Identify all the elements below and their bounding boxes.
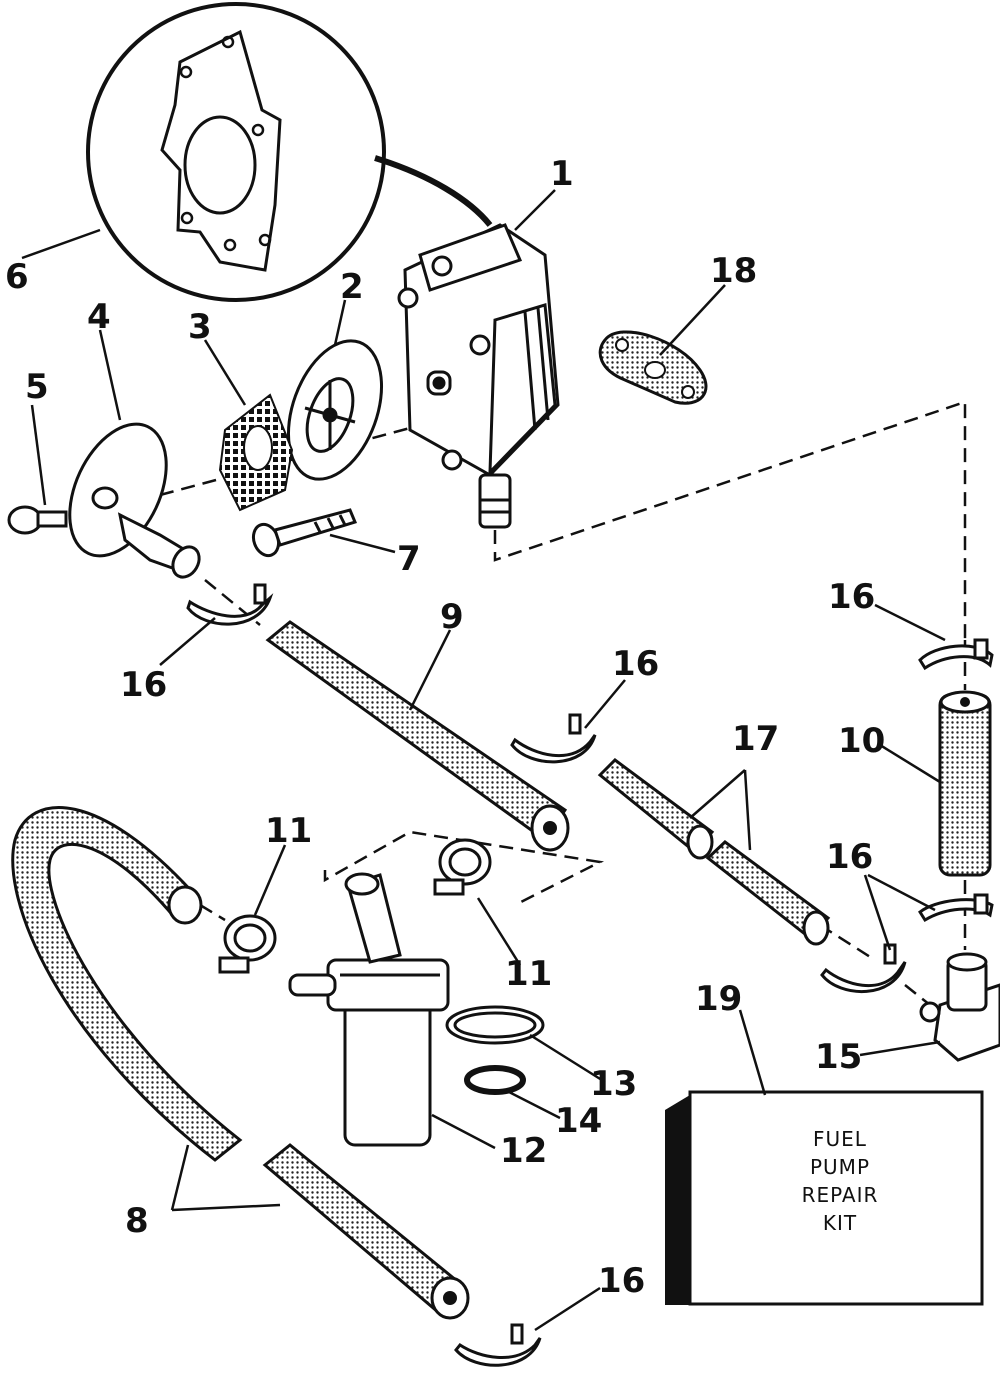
callout-7: 7 (397, 539, 421, 579)
pump-cover-4 (68, 422, 201, 579)
filter-screen-3 (218, 393, 294, 512)
kit-label-line-4: KIT (823, 1211, 857, 1235)
callout-1: 1 (550, 154, 574, 194)
callout-6: 6 (5, 257, 29, 297)
fuel-pump-body (397, 223, 560, 529)
repair-kit-box-19: FUEL PUMP REPAIR KIT (665, 1090, 984, 1306)
kit-label-line-2: PUMP (810, 1155, 870, 1179)
kit-label-line-1: FUEL (813, 1127, 867, 1151)
pump-gasket-18 (598, 330, 708, 405)
callout-12: 12 (500, 1131, 547, 1171)
fuel-hose-17 (597, 758, 831, 946)
callout-19: 19 (695, 979, 742, 1019)
fuel-filter-10 (938, 690, 992, 877)
fuel-hose-9 (265, 620, 570, 852)
callout-10: 10 (838, 721, 885, 761)
callout-16-filter-bottom: 16 (826, 837, 873, 877)
fuel-hose-8 (11, 806, 470, 1320)
callout-11-left: 11 (265, 811, 312, 851)
callout-16-filter-top: 16 (828, 577, 875, 617)
callout-16-mid: 16 (612, 644, 659, 684)
callout-8: 8 (125, 1201, 149, 1241)
cover-screw-5 (7, 505, 68, 535)
gasket-detail-circle (86, 2, 493, 302)
callout-16-left: 16 (120, 665, 167, 705)
callout-11-right: 11 (505, 954, 552, 994)
callout-13: 13 (590, 1064, 637, 1104)
o-rings-13-14 (445, 1005, 545, 1095)
callout-labels: 1 2 3 4 5 6 7 8 9 10 11 11 12 13 14 15 1… (5, 154, 885, 1301)
fitting-15 (919, 952, 1000, 1062)
diaphragm-plate-2 (286, 339, 384, 481)
callout-17: 17 (732, 719, 779, 759)
callout-3: 3 (188, 307, 212, 347)
pump-screw-7 (251, 508, 358, 558)
callout-18: 18 (710, 251, 757, 291)
callout-16-bottom: 16 (598, 1261, 645, 1301)
callout-2: 2 (340, 267, 364, 307)
hose-clamps-16 (186, 583, 994, 1367)
leader-lines (21, 189, 946, 1332)
callout-9: 9 (440, 597, 464, 637)
callout-15: 15 (815, 1037, 862, 1077)
clamps-11 (218, 838, 492, 974)
callout-5: 5 (25, 367, 49, 407)
kit-label-line-3: REPAIR (802, 1183, 879, 1207)
callout-14: 14 (555, 1101, 602, 1141)
callout-4: 4 (87, 297, 111, 337)
filter-bowl-12 (288, 872, 450, 1147)
